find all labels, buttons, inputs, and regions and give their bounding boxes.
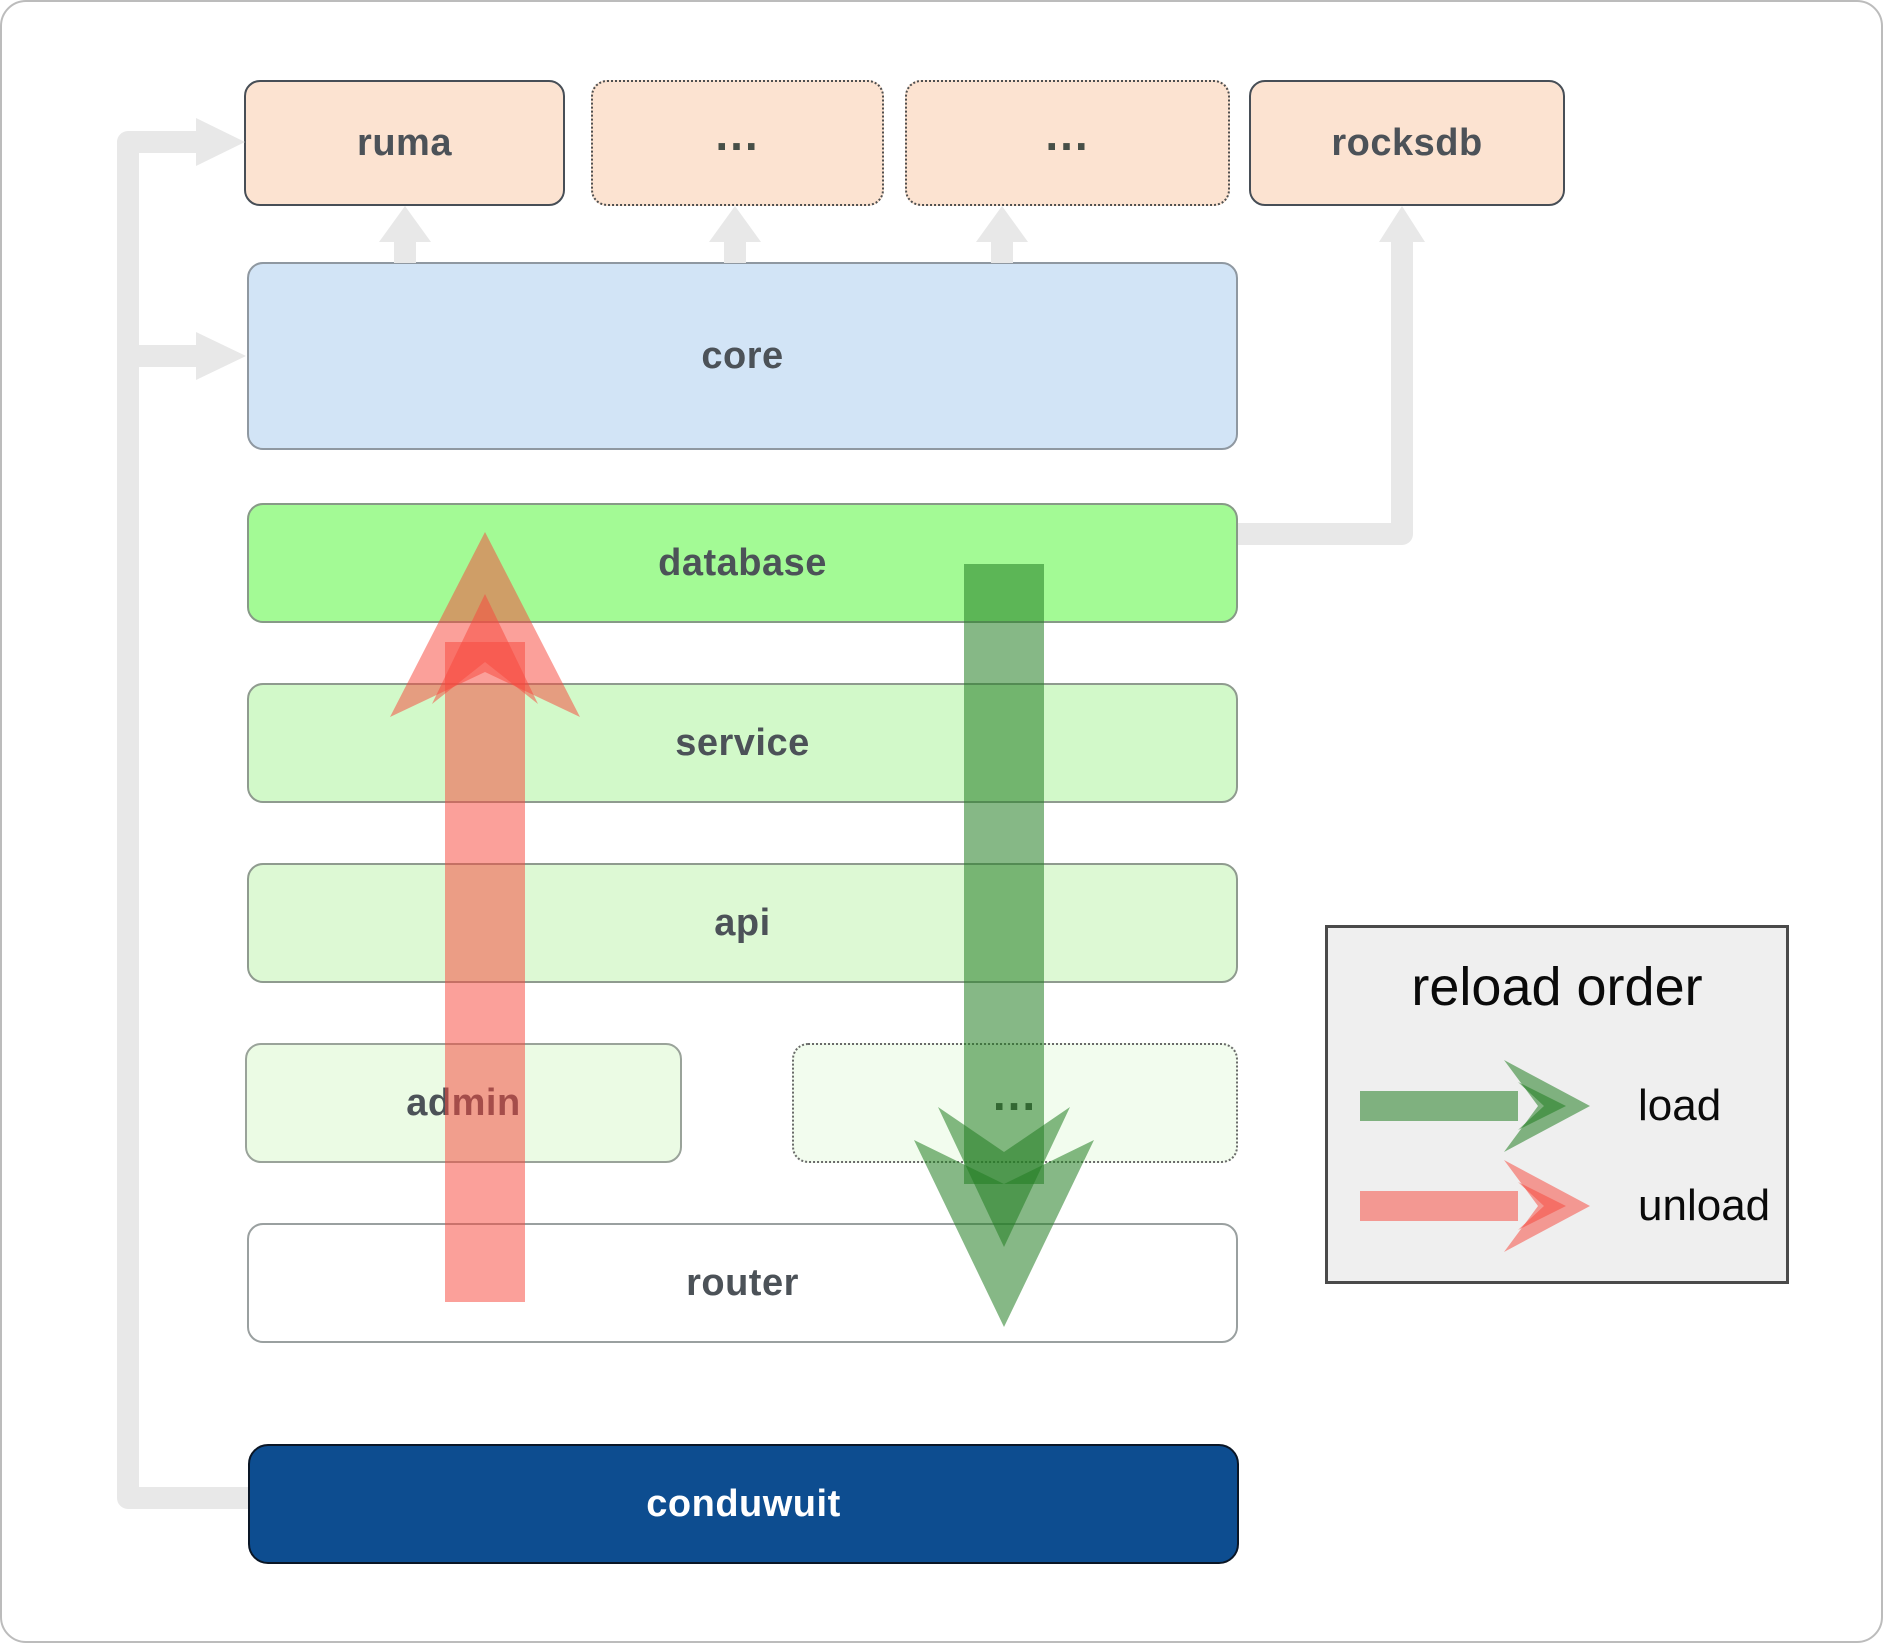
legend-load-label: load <box>1638 1081 1722 1130</box>
node-database-label: database <box>658 541 827 584</box>
node-conduwuit-label: conduwuit <box>646 1482 841 1525</box>
node-service-label: service <box>675 721 810 764</box>
node-router: router <box>247 1223 1238 1343</box>
conduwuit-to-ruma-connector <box>117 131 248 1509</box>
legend-unload-label: unload <box>1638 1181 1771 1230</box>
legend-unload-arrow-icon <box>1360 1160 1590 1252</box>
node-api-label: api <box>714 901 771 944</box>
node-service: service <box>247 683 1238 803</box>
node-conduwuit: conduwuit <box>248 1444 1239 1564</box>
node-admin-label: admin <box>406 1081 521 1124</box>
arrowhead-into-ruma <box>196 118 245 166</box>
arrowhead-into-core <box>196 332 246 380</box>
legend-title: reload order <box>1411 957 1703 1017</box>
node-external-1: ... <box>591 80 884 206</box>
legend-box: reload order load unload <box>1325 925 1789 1284</box>
database-to-rocksdb-connector <box>1238 242 1413 545</box>
arrowhead-into-rocksdb <box>1379 206 1425 242</box>
legend-row-unload: unload <box>1328 1156 1786 1256</box>
node-rocksdb-label: rocksdb <box>1331 121 1483 164</box>
legend-row-load: load <box>1328 1056 1786 1156</box>
node-api: api <box>247 863 1238 983</box>
node-ruma: ruma <box>244 80 565 206</box>
legend-load-arrow-icon <box>1360 1060 1590 1152</box>
node-rocksdb: rocksdb <box>1249 80 1565 206</box>
core-to-external-2-arrowhead <box>976 206 1028 242</box>
node-admin-more: ... <box>792 1043 1238 1163</box>
node-core: core <box>247 262 1238 450</box>
core-to-ruma-arrowhead <box>379 206 431 242</box>
node-router-label: router <box>686 1261 799 1304</box>
core-to-external-1-arrowhead <box>709 206 761 242</box>
node-external-1-label: ... <box>715 108 760 160</box>
node-core-label: core <box>701 334 784 377</box>
node-database: database <box>247 503 1238 623</box>
node-admin-more-label: ... <box>992 1068 1038 1120</box>
node-ruma-label: ruma <box>357 121 452 164</box>
node-admin: admin <box>245 1043 682 1163</box>
node-external-2: ... <box>905 80 1230 206</box>
node-external-2-label: ... <box>1045 108 1090 160</box>
